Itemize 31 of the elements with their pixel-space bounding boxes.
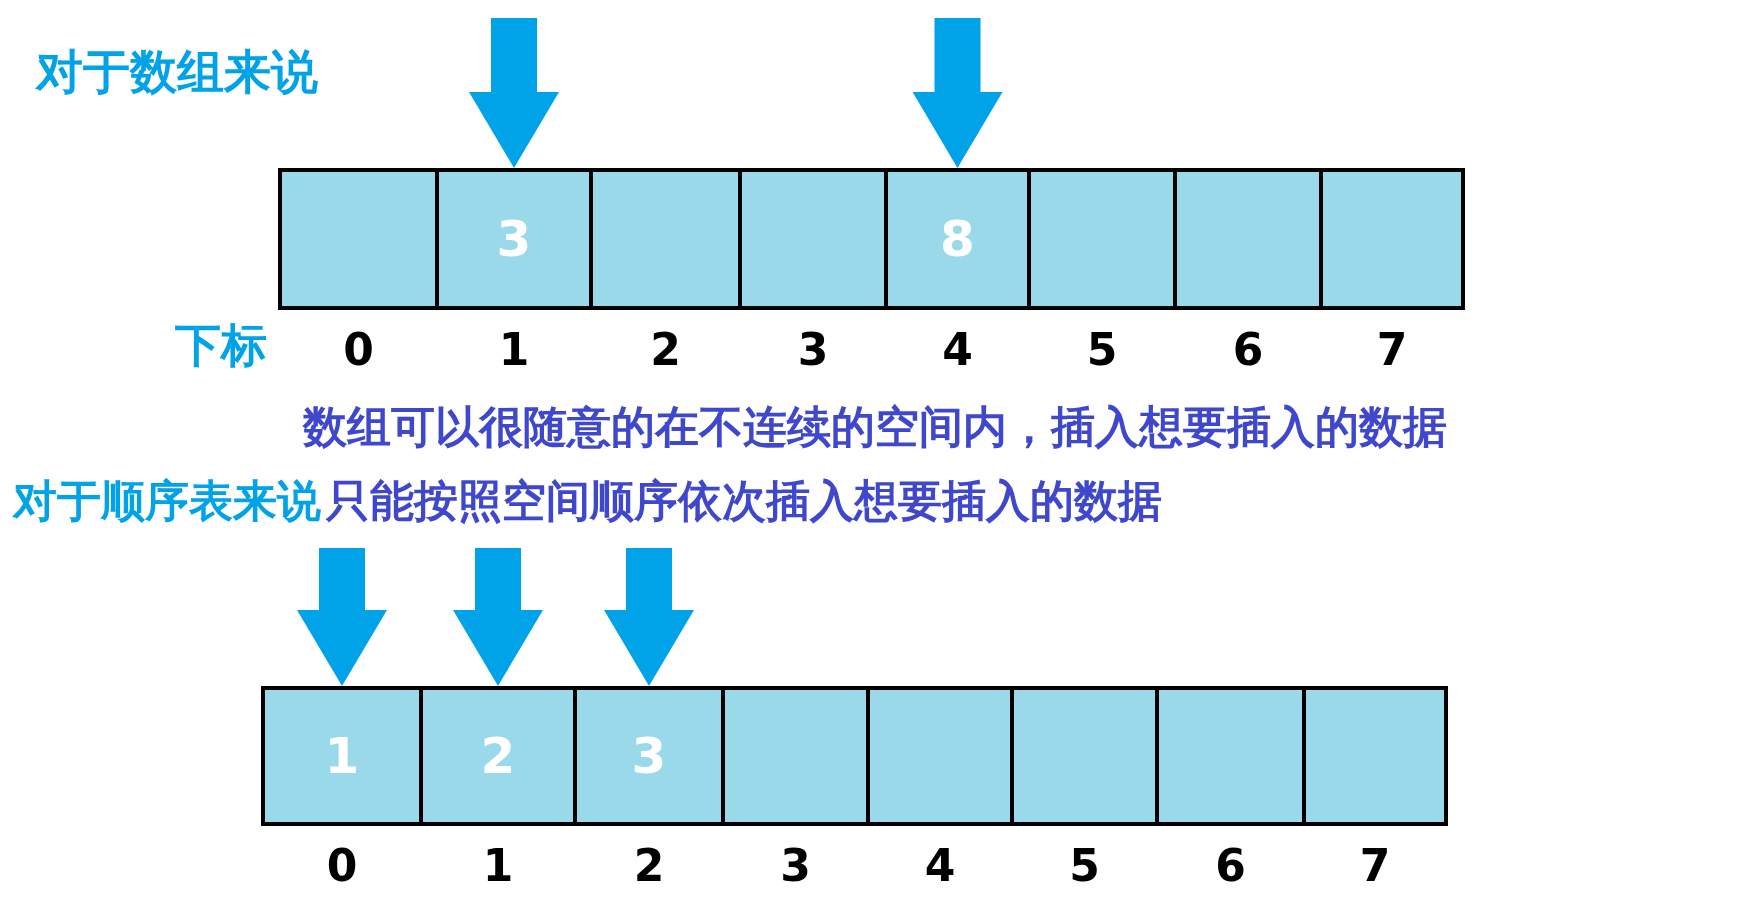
arrow xyxy=(912,18,1003,168)
note-text: 数组可以很随意的在不连续的空间内，插入想要插入的数据 xyxy=(303,405,1447,449)
index-label: 下标 xyxy=(175,322,267,368)
index-number: 6 xyxy=(1232,324,1264,376)
index-number: 5 xyxy=(1069,840,1100,892)
arrow xyxy=(453,548,543,686)
arrow xyxy=(469,18,559,168)
index-number: 4 xyxy=(924,840,956,892)
section-heading: 对于数组来说 xyxy=(36,47,318,95)
cell-value: 2 xyxy=(480,728,516,784)
index-number: 0 xyxy=(343,324,374,376)
index-number: 1 xyxy=(498,324,530,376)
index-number: 7 xyxy=(1376,324,1408,376)
arrow xyxy=(604,548,694,686)
index-number: 4 xyxy=(942,324,973,376)
index-number: 7 xyxy=(1359,840,1391,892)
index-number: 6 xyxy=(1215,840,1246,892)
index-number: 0 xyxy=(326,840,358,892)
index-number: 1 xyxy=(482,840,514,892)
cell-value: 3 xyxy=(631,728,667,784)
index-number: 3 xyxy=(797,324,829,376)
note-text: 只能按照空间顺序依次插入想要插入的数据 xyxy=(326,479,1162,523)
index-number: 5 xyxy=(1086,324,1118,376)
cell-value: 1 xyxy=(324,728,360,784)
index-number: 2 xyxy=(633,840,665,892)
index-number: 3 xyxy=(780,840,811,892)
arrow xyxy=(297,548,387,686)
index-number: 2 xyxy=(650,324,681,376)
cell-value: 8 xyxy=(940,211,975,267)
cell-value: 3 xyxy=(496,211,532,267)
section-heading: 对于顺序表来说 xyxy=(13,479,321,523)
